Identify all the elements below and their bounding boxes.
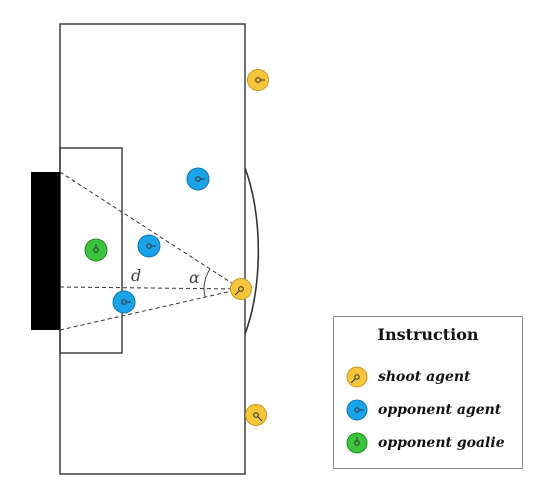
legend-item-shoot-agent: shoot agent [344,364,471,390]
shoot-agent-top [247,69,269,91]
legend-title: Instruction [377,325,479,344]
shoot-agent-main [230,278,252,300]
legend-label-opponent-agent: opponent agent [378,402,502,418]
legend: Instruction shoot agent opponent agent o… [333,316,523,469]
legend-item-opponent-goalie: opponent goalie [344,430,505,456]
distance-label: d [131,266,141,285]
angle-label: α [189,268,200,287]
opponent-goalie [84,238,108,262]
legend-label-opponent-goalie: opponent goalie [378,435,505,451]
opponent-agent-3 [112,290,136,314]
dashed-line-bottom [59,288,242,331]
opponent-agent-1 [186,167,210,191]
dashed-line-middle [59,286,242,290]
legend-label-shoot-agent: shoot agent [378,369,471,385]
legend-item-opponent-agent: opponent agent [344,397,501,423]
goal [31,172,60,330]
opponent-goalie-icon [346,432,368,454]
shoot-agent-bottom [245,404,267,426]
opponent-agent-icon [346,399,368,421]
shoot-agent-icon [346,366,368,388]
arc [244,167,260,335]
opponent-agent-2 [137,234,161,258]
angle-arc [203,268,211,298]
dashed-line-top [59,171,242,290]
